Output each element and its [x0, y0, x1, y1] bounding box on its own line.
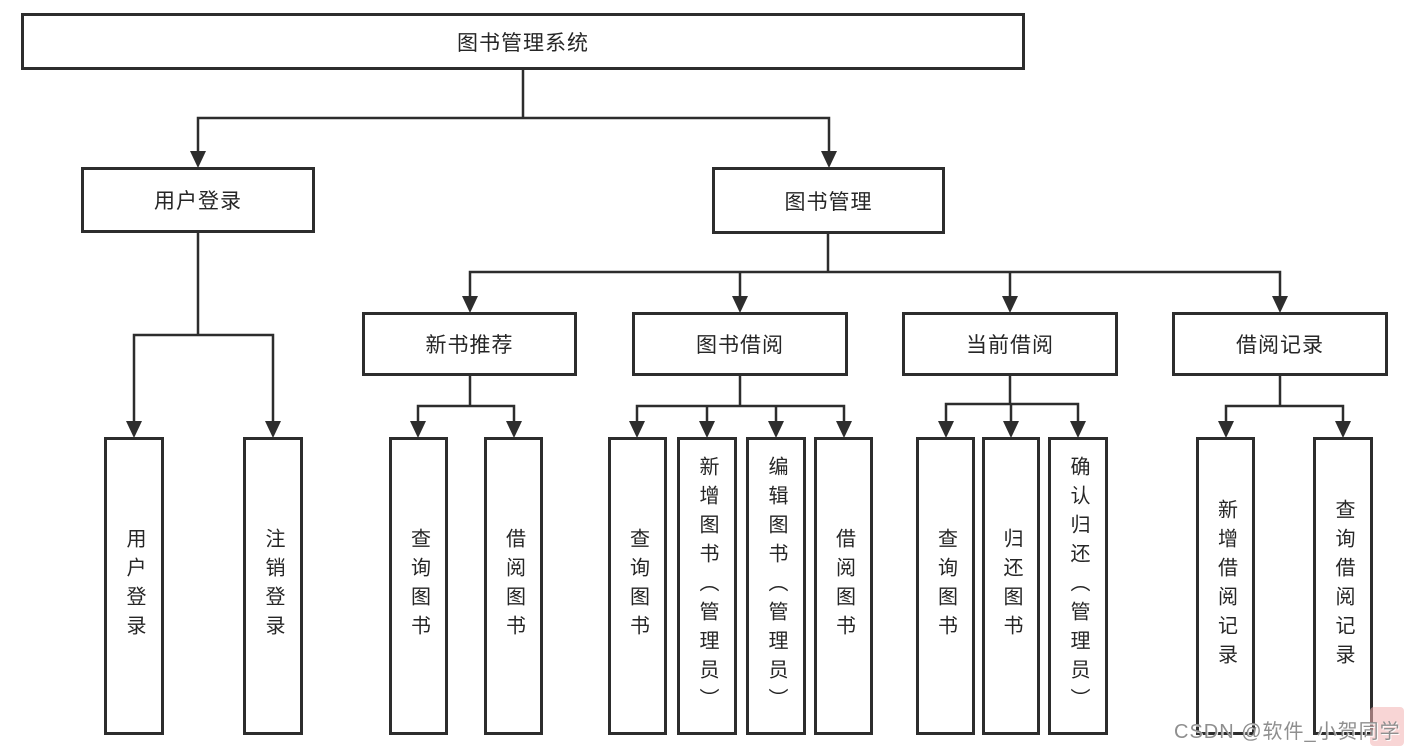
leaf-current-confirm-return-admin: 确认归还（管理员） [1048, 437, 1108, 735]
watermark-accent [1370, 707, 1404, 746]
node-user-login: 用户登录 [81, 167, 315, 233]
leaf-borrow-borrow-books: 借阅图书 [814, 437, 873, 735]
leaf-newbook-borrow-books: 借阅图书 [484, 437, 543, 735]
leaf-borrow-add-books-admin: 新增图书（管理员） [677, 437, 737, 735]
leaf-borrow-query-books: 查询图书 [608, 437, 667, 735]
leaf-borrow-edit-books-admin: 编辑图书（管理员） [746, 437, 806, 735]
leaf-logout: 注销登录 [243, 437, 303, 735]
leaf-current-query-books: 查询图书 [916, 437, 975, 735]
leaf-user-login: 用户登录 [104, 437, 164, 735]
leaf-newbook-query-books: 查询图书 [389, 437, 448, 735]
node-borrow-record: 借阅记录 [1172, 312, 1388, 376]
leaf-record-add-borrow-record: 新增借阅记录 [1196, 437, 1255, 735]
node-current-borrow: 当前借阅 [902, 312, 1118, 376]
leaf-record-query-borrow-record: 查询借阅记录 [1313, 437, 1373, 735]
node-new-book-recommend: 新书推荐 [362, 312, 577, 376]
node-book-management: 图书管理 [712, 167, 945, 234]
node-book-borrow: 图书借阅 [632, 312, 848, 376]
node-library-management-system: 图书管理系统 [21, 13, 1025, 70]
leaf-current-return-books: 归还图书 [982, 437, 1040, 735]
watermark: CSDN @软件_小贺同学 [1174, 721, 1401, 743]
